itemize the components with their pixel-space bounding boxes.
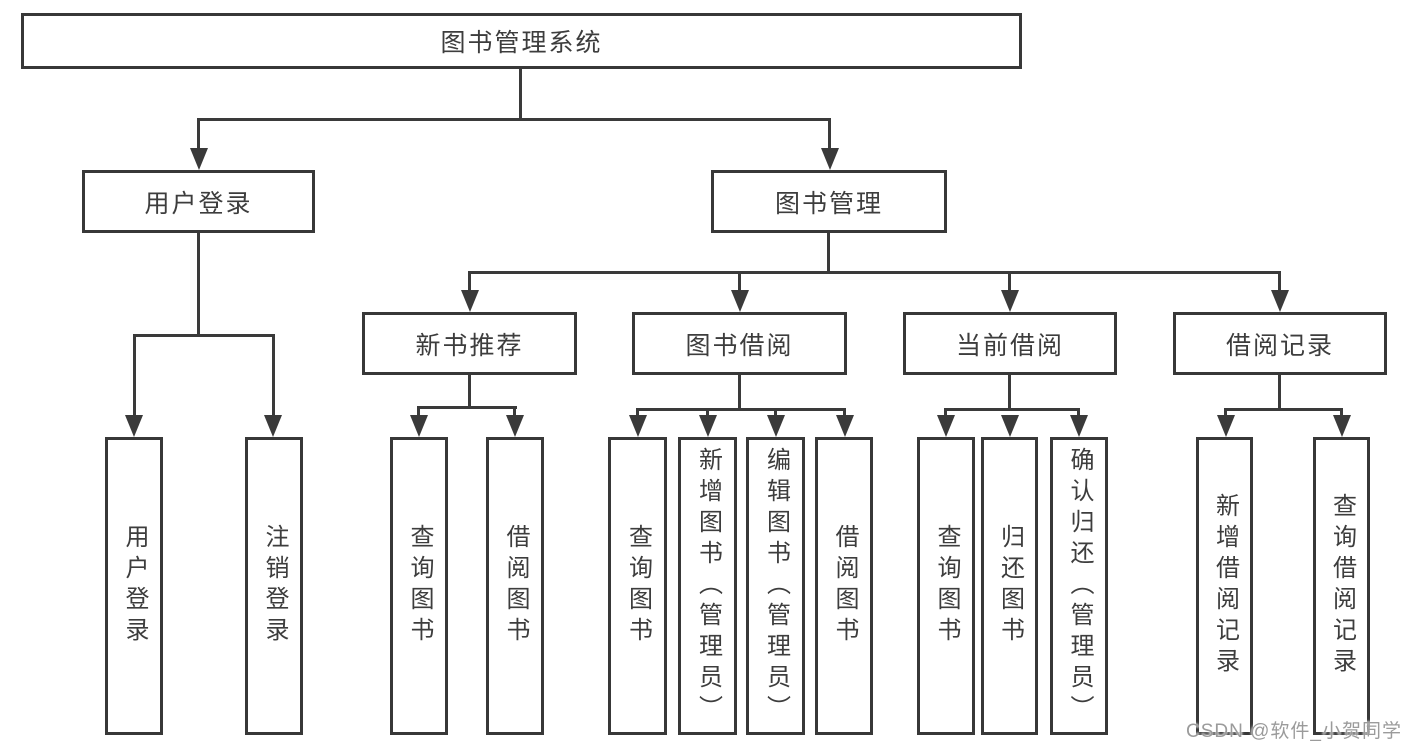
arrow-down-icon [410,415,428,437]
leaf-query-books-recommend: 查询图书 [390,437,448,735]
node-book-management: 图书管理 [711,170,947,233]
leaf-borrow-books-borrowing-label: 借阅图书 [831,524,858,648]
connector-line [1224,408,1343,411]
connector-line [417,406,420,418]
leaf-borrow-books-recommend-label: 借阅图书 [502,524,529,648]
connector-line [197,118,831,121]
leaf-user-login: 用户登录 [105,437,163,735]
csdn-watermark: CSDN @软件_小贺同学 [1186,721,1402,742]
arrow-down-icon [1070,415,1088,437]
node-library-system-label: 图书管理系统 [440,29,603,57]
connector-line [513,406,516,418]
leaf-borrow-books-borrowing: 借阅图书 [815,437,873,735]
leaf-query-books-current: 查询图书 [917,437,975,735]
leaf-query-borrow-record-label: 查询借阅记录 [1328,493,1356,679]
arrow-down-icon [1271,290,1289,312]
node-borrowing-records: 借阅记录 [1173,312,1387,375]
leaf-return-books-label: 归还图书 [996,524,1024,648]
connector-line [468,375,471,409]
leaf-add-books-admin-label: 新增图书（管理员） [694,446,722,726]
arrow-down-icon [629,415,647,437]
connector-line [774,408,777,418]
arrow-down-icon [731,290,749,312]
connector-line [133,334,136,418]
arrow-down-icon [1001,290,1019,312]
arrow-down-icon [937,415,955,437]
arrow-down-icon [190,148,208,170]
arrow-down-icon [264,415,282,437]
node-book-borrowing: 图书借阅 [632,312,847,375]
connector-line [1278,271,1281,292]
arrow-down-icon [461,290,479,312]
leaf-return-books: 归还图书 [981,437,1038,735]
arrow-down-icon [1333,415,1351,437]
leaf-add-borrow-record: 新增借阅记录 [1196,437,1253,735]
arrow-down-icon [506,415,524,437]
node-book-borrowing-label: 图书借阅 [685,331,794,360]
arrow-down-icon [125,415,143,437]
leaf-user-login-label: 用户登录 [121,524,148,648]
arrow-down-icon [767,415,785,437]
connector-line [519,69,522,118]
connector-line [417,406,517,409]
connector-line [738,271,741,292]
leaf-confirm-return-admin: 确认归还（管理员） [1050,437,1108,735]
node-borrowing-records-label: 借阅记录 [1225,331,1334,360]
connector-line [738,375,741,410]
leaf-query-books-recommend-label: 查询图书 [406,524,433,648]
connector-line [1340,408,1343,418]
connector-line [468,271,1281,274]
connector-line [468,271,471,292]
leaf-borrow-books-recommend: 借阅图书 [486,437,544,735]
leaf-edit-books-admin: 编辑图书（管理员） [746,437,805,735]
leaf-confirm-return-admin-label: 确认归还（管理员） [1066,446,1093,726]
node-library-system: 图书管理系统 [21,13,1022,69]
connector-line [827,233,830,273]
arrow-down-icon [821,148,839,170]
node-user-login: 用户登录 [82,170,315,233]
connector-line [1008,375,1011,410]
arrow-down-icon [1001,415,1019,437]
node-new-book-recommendation: 新书推荐 [362,312,577,375]
connector-line [843,408,846,418]
leaf-query-books-borrowing-label: 查询图书 [624,524,652,648]
connector-line [828,118,831,152]
node-user-login-label: 用户登录 [144,189,253,218]
leaf-query-books-borrowing: 查询图书 [608,437,667,735]
connector-line [197,118,200,152]
connector-line [1224,408,1227,418]
leaf-edit-books-admin-label: 编辑图书（管理员） [762,446,790,726]
node-new-book-recommendation-label: 新书推荐 [415,331,524,360]
connector-line [272,334,275,418]
arrow-down-icon [836,415,854,437]
leaf-query-borrow-record: 查询借阅记录 [1313,437,1370,735]
arrow-down-icon [1217,415,1235,437]
connector-line [636,408,846,411]
node-current-borrowing: 当前借阅 [903,312,1117,375]
connector-line [1008,271,1011,292]
arrow-down-icon [699,415,717,437]
connector-line [133,334,275,337]
node-current-borrowing-label: 当前借阅 [955,331,1064,360]
connector-line [944,408,947,418]
connector-line [944,408,1080,411]
connector-line [1278,375,1281,410]
leaf-query-books-current-label: 查询图书 [933,524,960,648]
connector-line [636,408,639,418]
node-book-management-label: 图书管理 [774,189,883,218]
connector-line [1077,408,1080,418]
leaf-add-borrow-record-label: 新增借阅记录 [1211,493,1239,679]
connector-line [197,233,200,336]
leaf-logout: 注销登录 [245,437,303,735]
leaf-logout-label: 注销登录 [261,524,288,648]
connector-line [706,408,709,418]
leaf-add-books-admin: 新增图书（管理员） [678,437,737,735]
